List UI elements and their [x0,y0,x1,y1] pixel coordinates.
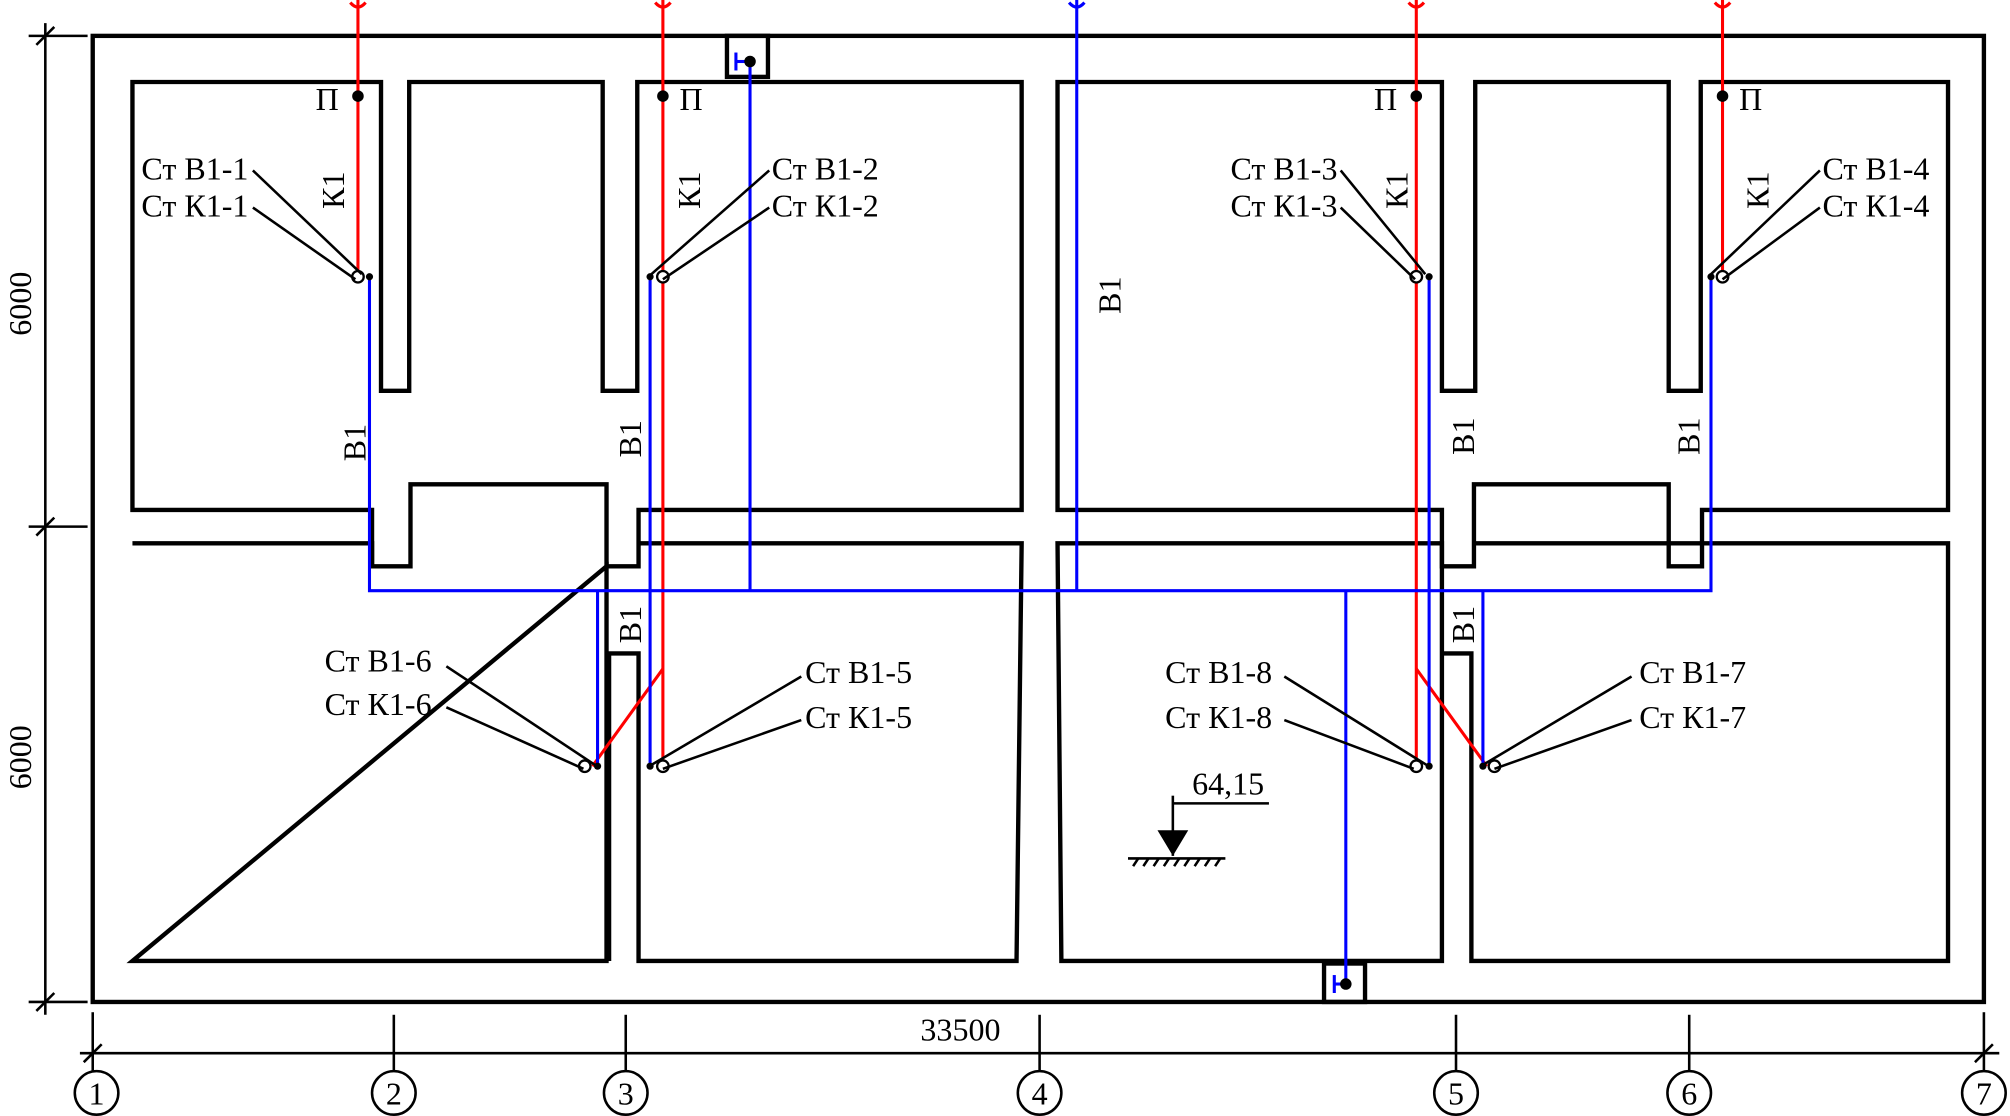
axis-bubble-3 [602,1069,649,1116]
riser-v1-8 [1425,762,1433,770]
riser-label-v1-5: Ст В1-5 [805,654,912,690]
walls [90,33,1987,1005]
leader-lines [252,169,1821,770]
level-mark: 64,15 [1128,765,1269,867]
riser-v1-6 [593,762,602,770]
axis-bubble-5 [1432,1069,1480,1116]
label-v1-2: В1 [612,420,648,457]
label-k1-1: К1 [315,171,351,208]
riser-label-v1-4: Ст В1-4 [1822,150,1929,186]
riser-label-v1-1: Ст В1-1 [141,150,248,186]
axis-label-6: 6 [1681,1075,1697,1111]
room-top-right [1055,79,1951,569]
label-k1-3: К1 [1378,171,1414,208]
riser-v1-4 [1707,273,1715,281]
outer-wall [90,33,1987,1005]
label-p-1: П [316,81,339,117]
axis-label-3: 3 [618,1075,634,1111]
riser-label-k1-6: Ст К1-6 [325,686,432,722]
axis-bubble-6 [1666,1069,1713,1116]
riser-label-k1-2: Ст К1-2 [772,188,879,224]
riser-label-k1-1: Ст К1-1 [141,188,248,224]
release-point-4 [1716,90,1729,102]
release-point-3 [1410,90,1423,102]
riser-label-v1-2: Ст В1-2 [772,150,879,186]
room-bottom-3 [1055,541,1445,964]
riser-v1-1 [365,273,374,281]
label-v1-6: В1 [612,606,648,643]
label-k1-2: К1 [671,171,707,208]
pipe-labels: П П П П К1 К1 К1 К1 В1 В1 В1 В1 В1 В1 В1 [315,81,1776,643]
manhole-point-bottom [1340,978,1352,990]
riser-label-v1-7: Ст В1-7 [1639,654,1746,690]
axis-label-1: 1 [89,1075,105,1111]
grid-axes: 1 2 3 4 5 6 7 [73,1014,2007,1116]
dim-bay-top: 6000 [2,272,38,336]
riser-label-k1-4: Ст К1-4 [1822,188,1929,224]
riser-label-v1-6: Ст В1-6 [325,642,432,678]
water-lines-v1 [367,0,1713,993]
release-point-2 [657,90,669,102]
room-bottom-1 [126,541,609,964]
dim-total-length: 33500 [920,1011,1000,1047]
room-bottom-4 [1441,541,1951,964]
label-v1-4: В1 [1445,417,1481,454]
axis-label-4: 4 [1032,1075,1048,1111]
riser-k1-4 [1715,269,1730,284]
axis-bubble-2 [370,1069,417,1116]
label-p-4: П [1739,81,1762,117]
axis-label-7: 7 [1976,1075,1992,1111]
risers [351,55,1730,990]
dimension-left: 6000 6000 [2,23,88,1015]
level-mark-value: 64,15 [1192,765,1264,801]
label-v1-1: В1 [337,424,373,461]
axis-label-5: 5 [1448,1075,1464,1111]
axis-bubble-4 [1016,1069,1063,1116]
release-point-1 [352,90,364,102]
label-p-2: П [680,81,703,117]
label-v1-5: В1 [1670,417,1706,454]
dim-bay-bottom: 6000 [2,725,38,789]
axis-bubble-1 [73,1069,120,1116]
riser-label-k1-5: Ст К1-5 [805,699,912,735]
label-p-3: П [1374,81,1397,117]
label-v1-3: В1 [1091,277,1127,314]
room-top-left [130,79,1024,569]
riser-labels: Ст В1-1 Ст К1-1 Ст В1-2 Ст К1-2 Ст В1-3 … [141,150,1929,734]
riser-label-k1-8: Ст К1-8 [1165,699,1272,735]
riser-v1-2 [646,273,654,281]
sewer-lines-k1 [349,0,1732,768]
riser-label-v1-3: Ст В1-3 [1231,150,1338,186]
riser-label-k1-3: Ст К1-3 [1231,188,1338,224]
axis-label-2: 2 [386,1075,402,1111]
riser-label-v1-8: Ст В1-8 [1165,654,1272,690]
axis-bubble-7 [1960,1069,2007,1116]
label-k1-4: К1 [1740,171,1776,208]
riser-label-k1-7: Ст К1-7 [1639,699,1746,735]
room-bottom-2 [606,541,1024,964]
label-v1-7: В1 [1445,606,1481,643]
manhole-top [724,33,771,80]
manhole-point-top [744,55,756,68]
riser-v1-3 [1425,273,1433,281]
